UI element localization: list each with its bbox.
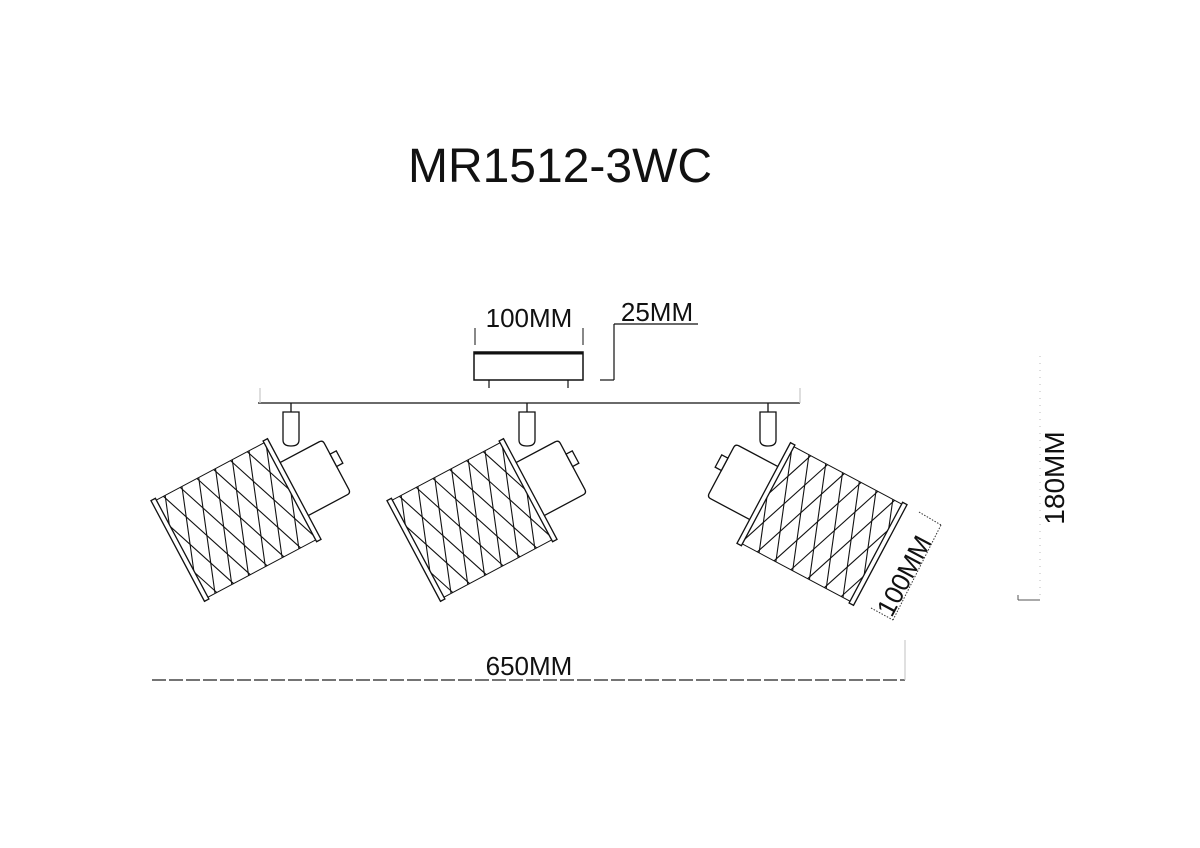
- shade-rim-front: [386, 497, 446, 603]
- canopy: [473, 351, 584, 388]
- lattice-line: [501, 442, 519, 558]
- socket-knob: [565, 449, 580, 468]
- lattice-line: [842, 481, 860, 598]
- mounting-bar: [258, 388, 801, 404]
- total-height-label: 180MM: [1039, 431, 1070, 524]
- lattice-line: [775, 446, 793, 562]
- lamp-left: [150, 403, 351, 603]
- lattice-line: [450, 468, 469, 585]
- shade-rim-back: [498, 437, 558, 543]
- lattice-line: [792, 454, 810, 571]
- stem-joint: [759, 411, 777, 447]
- lattice-line: [808, 463, 827, 580]
- socket-knob: [714, 453, 729, 472]
- total-length-dimension: [152, 640, 906, 681]
- spotlight-head: [707, 441, 908, 607]
- lattice-line: [484, 450, 502, 567]
- lattice-line: [231, 459, 250, 576]
- shade-lattice: [155, 442, 317, 598]
- shade-rim-back: [736, 441, 796, 547]
- total-length-label: 650MM: [486, 651, 573, 681]
- lattice-line: [825, 472, 844, 589]
- lattice-line: [265, 442, 283, 558]
- canopy-width-dimension: [474, 328, 584, 345]
- canopy-height-dimension: [600, 323, 698, 381]
- spotlight-head: [150, 437, 351, 603]
- total-height-dimension: [1017, 356, 1041, 601]
- lamp-right: [707, 403, 908, 607]
- canopy-height-label: 25MM: [621, 297, 693, 327]
- stem-joint: [518, 411, 536, 447]
- lattice-line: [248, 450, 266, 567]
- stem-joint: [282, 411, 300, 447]
- lattice-line: [198, 477, 216, 594]
- lattice-line: [214, 468, 233, 585]
- lamp-middle: [386, 403, 587, 603]
- shade-diameter-dimension: [870, 511, 942, 621]
- canopy-width-label: 100MM: [486, 303, 573, 333]
- shade-rim-front: [848, 501, 908, 607]
- shade-rim-back: [262, 437, 322, 543]
- model-title: MR1512-3WC: [408, 140, 712, 193]
- shade-rim-front: [150, 497, 210, 603]
- socket-knob: [329, 449, 344, 468]
- lattice-line: [434, 477, 452, 594]
- spotlight-head: [386, 437, 587, 603]
- lattice-line: [467, 459, 486, 576]
- shade-lattice: [391, 442, 553, 598]
